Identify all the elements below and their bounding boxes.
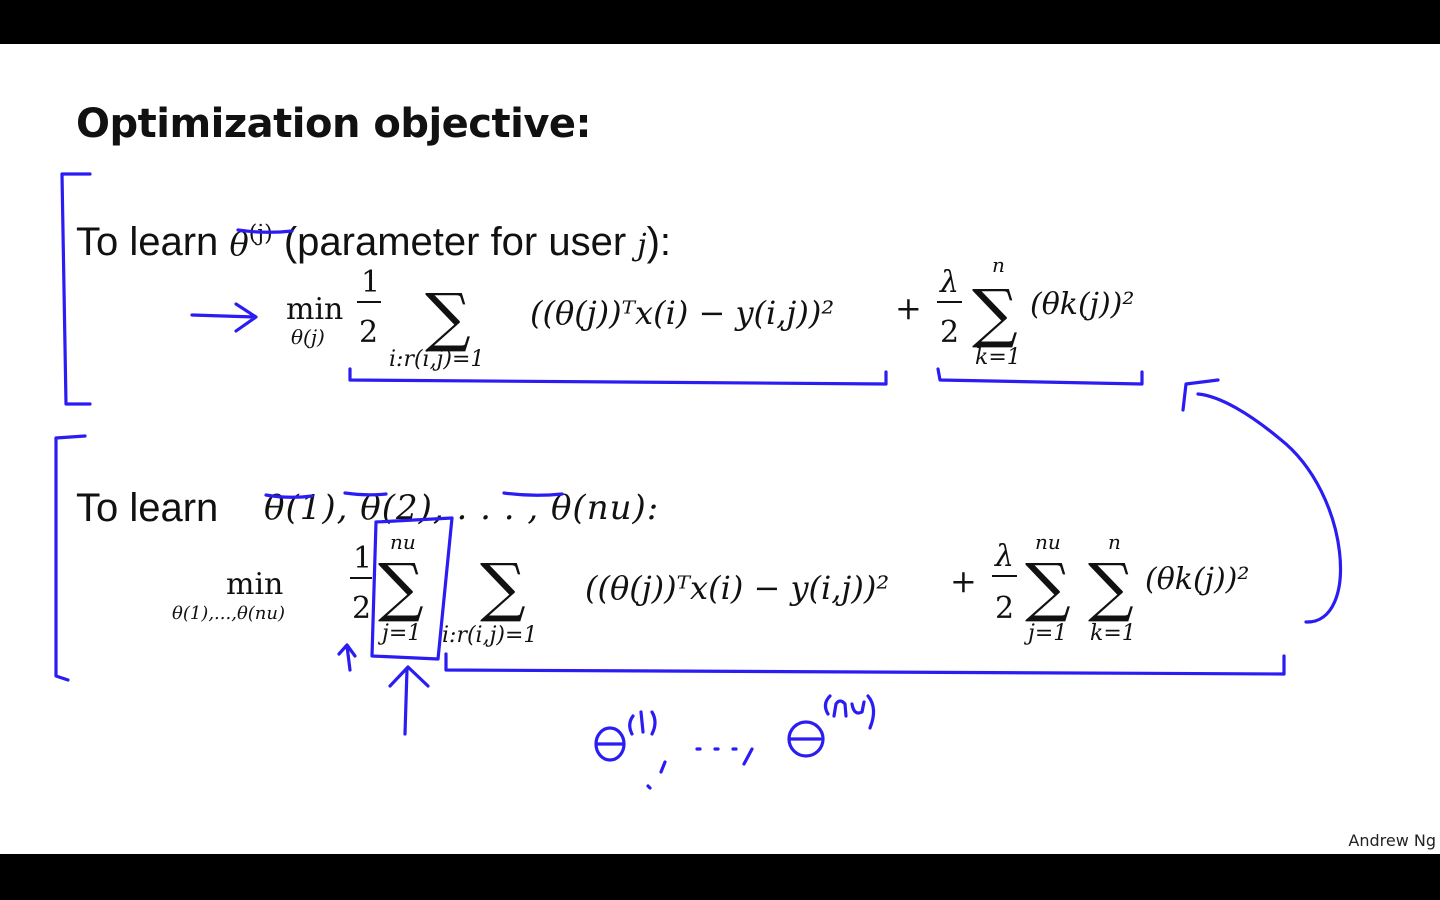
- eq1-frac-den: 2: [359, 315, 378, 350]
- eq1-min-sub: θ(j): [291, 325, 325, 349]
- ink-underline-theta-2: [343, 491, 388, 497]
- ink-big-theta-1: [594, 726, 626, 762]
- theta-list: θ(1), θ(2), . . . , θ(nu):: [264, 488, 660, 528]
- theta-symbol: θ: [229, 225, 249, 263]
- ink-curve-arrow: [1196, 392, 1343, 624]
- eq2-frac-den: 2: [352, 591, 371, 626]
- pen-annotations: [54, 172, 1343, 790]
- eq2-min-sub: θ(1),...,θ(nu): [172, 603, 285, 624]
- eq2-min: min: [226, 567, 283, 602]
- eq2-sumi-sub: i:r(i,j)=1: [442, 623, 537, 648]
- eq2-sumj-sup: nu: [390, 530, 416, 554]
- theta-superscript: (j): [248, 221, 273, 247]
- eq1-body: ((θ(j))ᵀx(i) − y(i,j))²: [530, 294, 834, 332]
- eq2-sum4-sup: n: [1108, 530, 1121, 554]
- ink-big-theta-nu: [787, 720, 825, 758]
- eq2-sumj-sign: ∑: [378, 551, 424, 625]
- eq1-sum-sub: i:r(i,j)=1: [389, 347, 484, 372]
- learn-all-thetas-heading: To learn: [76, 486, 218, 531]
- heading-prefix: To learn: [76, 220, 219, 264]
- eq2-sum4-sub: k=1: [1090, 621, 1136, 646]
- eq1-body2: (θk(j))²: [1030, 287, 1134, 322]
- slide-title: Optimization objective:: [76, 101, 592, 147]
- eq1-frac-num: 1: [361, 265, 380, 300]
- ink-box-sum-j: [370, 516, 454, 661]
- eq2-sumj-sub: j=1: [377, 621, 421, 646]
- eq2-body: ((θ(j))ᵀx(i) − y(i,j))²: [585, 569, 889, 607]
- eq2-sumi-sign: ∑: [480, 551, 526, 625]
- heading-prefix-2: To learn: [76, 486, 219, 530]
- equation-1: min θ(j) 1 2 ∑ i:r(i,j)=1 ((θ(j))ᵀx(i) −…: [286, 253, 1134, 372]
- ink-underline-theta-j: [236, 228, 294, 234]
- ink-arrow-eq1: [190, 302, 258, 333]
- eq1-sum-sign: ∑: [425, 281, 471, 355]
- eq2-body2: (θk(j))²: [1145, 562, 1249, 597]
- ink-small-arrow: [337, 643, 357, 672]
- eq2-plus: +: [950, 562, 977, 600]
- ink-brace-eq1-reg: [936, 367, 1144, 386]
- eq1-lambda-den: 2: [940, 315, 959, 350]
- heading-end: ):: [646, 220, 672, 264]
- eq2-frac-num: 1: [353, 541, 372, 576]
- eq2-lambda: λ: [994, 539, 1014, 574]
- ink-sup-nu: [823, 694, 876, 730]
- ink-underline-theta-nu: [502, 491, 564, 497]
- ink-brace-eq1-sum: [348, 367, 888, 386]
- eq2-sum3-sign: ∑: [1025, 551, 1071, 625]
- eq2-sum4-sign: ∑: [1088, 551, 1134, 625]
- ink-curve-arrowhead: [1181, 378, 1220, 412]
- ink-bracket-bottom: [54, 434, 87, 682]
- eq2-lambda-den: 2: [995, 591, 1014, 626]
- ink-underline-theta-1: [264, 493, 314, 499]
- user-variable: j: [637, 228, 647, 263]
- eq2-sum3-sub: j=1: [1023, 621, 1067, 646]
- learn-theta-j-heading: To learn θ(j) (parameter for user j):: [76, 220, 671, 265]
- eq1-plus: +: [895, 289, 922, 327]
- heading-suffix: (parameter for user: [283, 220, 627, 264]
- eq1-sum2-sub: k=1: [975, 345, 1021, 370]
- equation-layer: min θ(j) 1 2 ∑ i:r(i,j)=1 ((θ(j))ᵀx(i) −…: [54, 172, 1343, 790]
- eq1-min: min: [286, 292, 343, 327]
- eq1-sum2-sign: ∑: [972, 277, 1018, 351]
- eq1-sum2-sup: n: [992, 253, 1005, 277]
- ink-brace-eq2: [444, 652, 1286, 676]
- eq2-sum3-sup: nu: [1035, 530, 1061, 554]
- eq1-lambda: λ: [939, 265, 959, 300]
- equation-2: min θ(1),...,θ(nu) 1 2 nu ∑ j=1 ∑ i:r(i,…: [172, 530, 1249, 648]
- ink-sup-1: [628, 710, 657, 736]
- ink-bracket-top: [60, 172, 92, 406]
- author-credit: Andrew Ng: [1348, 831, 1436, 850]
- ink-up-arrow: [388, 665, 430, 736]
- lecture-slide: Optimization objective: To learn θ(j) (p…: [0, 44, 1440, 854]
